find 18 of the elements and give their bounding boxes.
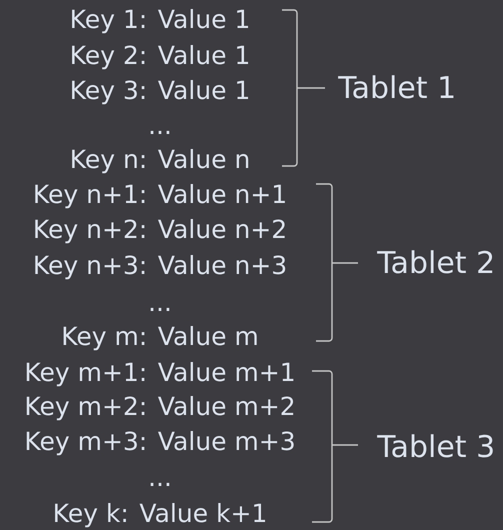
entry-text: Key 3: Value 1 (72, 80, 248, 104)
entry-text: Key k: Value k+1 (55, 503, 266, 528)
entry-text: Key 1: Value 1 (72, 9, 248, 34)
ellipsis: ... (150, 308, 170, 311)
ellipsis: ... (150, 482, 170, 486)
entry-text: Key m+3: Value m+3 (26, 431, 294, 456)
ellipsis: ... (150, 130, 170, 134)
entry-text: Key n+1: Value n+1 (35, 184, 285, 208)
group-label: Tablet 2 (377, 250, 492, 274)
entry-text: Key n+2: Value n+2 (35, 219, 285, 244)
entry-text: Key n: Value n (72, 149, 248, 174)
entry-text: Key m+2: Value m+2 (26, 396, 294, 420)
group-label: Tablet 1 (338, 75, 454, 98)
entry-text: Key n+3: Value n+3 (35, 255, 286, 280)
entry-text: Key m: Value m (64, 326, 257, 350)
entry-text: Key 2: Value 1 (72, 45, 248, 70)
group-label: Tablet 3 (377, 434, 493, 458)
entry-text: Key m+1: Value m+1 (26, 362, 294, 386)
